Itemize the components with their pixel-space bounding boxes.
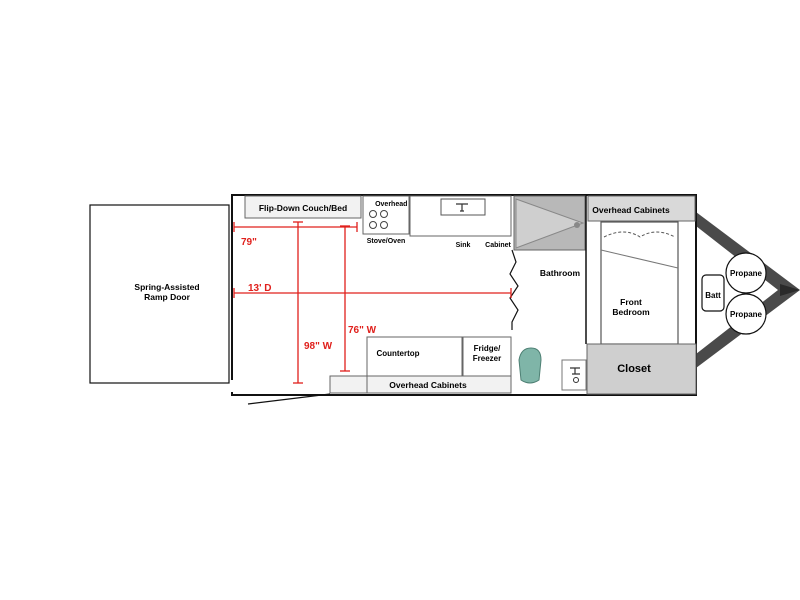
ramp-door-hinge: [247, 393, 331, 405]
battery-label: Batt: [705, 291, 721, 300]
fridge-label-line2: Freezer: [473, 354, 501, 363]
dim-79-label: 79": [241, 237, 257, 248]
countertop: [366, 336, 463, 377]
dim-98-label: 98" W: [304, 341, 333, 352]
closet-label: Closet: [617, 363, 651, 375]
overhead-cabinets-bottom-label: Overhead Cabinets: [389, 380, 467, 390]
overhead-cabinets-top-right-label: Overhead Cabinets: [592, 205, 670, 215]
propane-bottom-label: Propane: [730, 310, 763, 319]
overhead-cabinets-top-left-label: Overhead Cabinets: [375, 201, 439, 208]
bathroom-sink: [561, 359, 587, 391]
overhead-cabinets-bottom: [329, 375, 512, 394]
front-bedroom-label-line2: Bedroom: [612, 307, 650, 317]
propane-tank-top: [725, 252, 767, 294]
fridge-freezer: [462, 336, 512, 377]
hitch-tongue: [696, 212, 800, 368]
toilet-icon: [518, 347, 542, 384]
sink-label: Sink: [456, 242, 471, 249]
overhead-cabinets-top-right: [587, 195, 696, 222]
stove-label: Stove/Oven: [367, 238, 406, 245]
fridge-label-line1: Fridge/: [474, 344, 501, 353]
burner: [380, 221, 388, 229]
bed-blanket-fold: [600, 249, 679, 269]
burner: [369, 210, 377, 218]
ramp-door-label-line1: Spring-Assisted: [134, 282, 199, 292]
front-bedroom-bed: [600, 221, 679, 345]
burner: [369, 221, 377, 229]
bathroom-label: Bathroom: [540, 268, 581, 278]
propane-top-label: Propane: [730, 269, 763, 278]
bed-pillows: [603, 231, 676, 238]
dim-13-label: 13' D: [248, 283, 272, 294]
bathroom-sink-drain-icon: [573, 377, 579, 383]
shower-drain-icon: [574, 222, 580, 228]
ramp-door: [89, 204, 230, 384]
ramp-door-label-line2: Ramp Door: [144, 292, 191, 302]
faucet-icon: [456, 203, 468, 212]
couch-label: Flip-Down Couch/Bed: [259, 203, 347, 213]
battery: [701, 274, 725, 312]
closet: [586, 343, 697, 395]
sink-basin: [440, 198, 486, 216]
bathroom-faucet-icon: [570, 367, 580, 375]
cabinet-label: Cabinet: [485, 242, 511, 249]
dimension-lines: [233, 221, 512, 384]
burner: [380, 210, 388, 218]
front-bedroom-label-line1: Front: [620, 297, 642, 307]
propane-tank-bottom: [725, 293, 767, 335]
shower-stall: [515, 198, 585, 249]
dim-76-label: 76" W: [348, 325, 377, 336]
bathroom-door: [509, 249, 519, 330]
hitch-coupler: [780, 284, 800, 296]
countertop-label: Countertop: [376, 349, 419, 358]
flip-down-couch-bed: [244, 195, 362, 219]
